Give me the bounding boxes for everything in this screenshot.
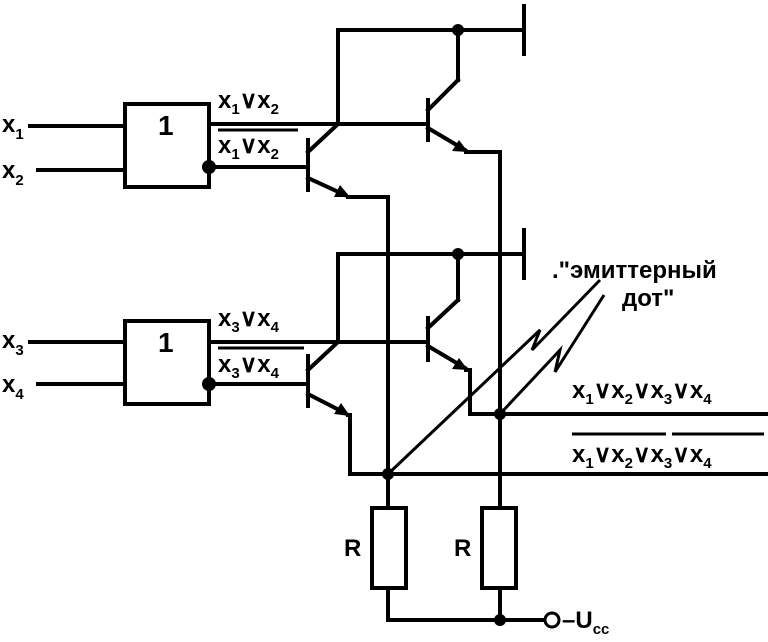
gate-output-wires <box>207 122 430 386</box>
gate-2-label: 1 <box>158 327 174 358</box>
output-or-label: x1∨x2∨x3∨x4 <box>572 377 712 408</box>
emitter-dot-annotation-line-2: дот" <box>622 285 674 312</box>
transistor-q4 <box>425 297 468 371</box>
emitter-wires <box>346 150 768 512</box>
output-nor-label: x1∨x2∨x3∨x4 <box>572 441 712 472</box>
transistor-q1 <box>305 121 350 198</box>
supply-terminal <box>543 611 561 629</box>
resistor-right <box>480 506 518 590</box>
transistor-q3 <box>305 339 350 416</box>
input-wires <box>28 124 127 386</box>
input-x2-label: x2 <box>2 157 24 189</box>
gate-1-label: 1 <box>158 110 174 141</box>
supply-wires <box>386 586 546 626</box>
resistor-right-label: R <box>454 535 471 562</box>
gate-1-inverter-bubble <box>202 160 216 174</box>
gate-1-or-output-label: x1∨x2 <box>218 87 279 118</box>
input-x4-label: x4 <box>2 371 24 403</box>
gate-2-nor-output-label: x3∨x4 <box>218 351 280 382</box>
gate-2-or-output-label: x3∨x4 <box>218 305 280 336</box>
input-x3-label: x3 <box>2 327 24 359</box>
or-nor-gate-2 <box>123 319 211 406</box>
supply-label: –Ucc <box>562 607 609 638</box>
input-x1-label: x1 <box>2 111 24 143</box>
gate-1-nor-output-label: x1∨x2 <box>218 132 279 163</box>
emitter-dot-arrows <box>386 278 606 476</box>
collector-rails <box>336 4 526 344</box>
resistor-left-label: R <box>344 535 361 562</box>
gate-2-inverter-bubble <box>202 377 216 391</box>
transistor-q2 <box>425 77 468 153</box>
emitter-dot-annotation-line-1: ."эмиттерный <box>552 257 717 284</box>
resistor-left <box>370 506 408 590</box>
or-nor-gate-1 <box>123 102 211 189</box>
